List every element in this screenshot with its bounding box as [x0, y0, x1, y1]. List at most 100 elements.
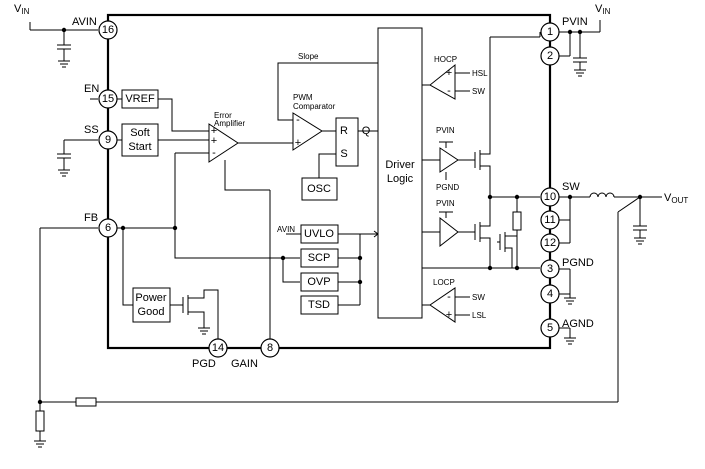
pin-14: 14 PGD: [192, 338, 228, 370]
svg-text:S: S: [340, 148, 347, 160]
osc-block: OSC: [301, 177, 338, 201]
pin-label-avin: AVIN: [72, 16, 97, 28]
internal-wiring: [117, 32, 541, 339]
svg-text:4: 4: [547, 288, 553, 300]
svg-text:Amplifier: Amplifier: [214, 119, 245, 128]
svg-text:1: 1: [547, 26, 553, 38]
svg-text:PVIN: PVIN: [436, 199, 455, 208]
pin-label-fb: FB: [84, 212, 98, 224]
pin-4: 4: [540, 284, 560, 304]
svg-text:PGND: PGND: [436, 183, 459, 192]
svg-text:Power: Power: [135, 292, 167, 304]
power-good-block: Power Good: [132, 287, 171, 323]
svg-text:15: 15: [102, 93, 114, 105]
pin-15: 15 EN: [84, 83, 118, 109]
svg-text:HOCP: HOCP: [434, 55, 457, 64]
svg-text:Driver: Driver: [385, 159, 415, 171]
pvin-net: VIN: [559, 3, 611, 77]
pgnd-net: [559, 268, 576, 305]
svg-text:9: 9: [105, 134, 111, 146]
pin-5: 5 AGND: [540, 318, 594, 338]
svg-text:UVLO: UVLO: [304, 228, 334, 240]
svg-text:SW: SW: [472, 293, 485, 302]
svg-text:2: 2: [547, 50, 553, 62]
high-side-driver: PVIN PGND: [436, 126, 459, 192]
svg-text:PWM: PWM: [293, 93, 313, 102]
error-amplifier: Error Amplifier + + -: [208, 111, 245, 163]
pin-16: 16 AVIN: [72, 16, 118, 40]
pin-2: 2: [540, 46, 560, 66]
sw-output-net: VOUT: [559, 192, 688, 245]
svg-text:3: 3: [547, 263, 553, 275]
svg-text:R: R: [340, 125, 348, 137]
svg-text:+: +: [446, 67, 452, 79]
pin-label-gain: GAIN: [231, 358, 258, 370]
svg-text:LSL: LSL: [472, 311, 487, 320]
svg-text:VIN: VIN: [595, 3, 611, 16]
vin-left-net: VIN: [14, 3, 98, 68]
pin-8: 8 GAIN: [231, 338, 280, 370]
svg-text:8: 8: [267, 342, 273, 354]
svg-text:14: 14: [212, 342, 224, 354]
svg-text:16: 16: [102, 24, 114, 36]
pin-1: 1 PVIN: [540, 16, 588, 42]
pin-6: 6 FB: [84, 212, 118, 238]
svg-text:+: +: [295, 137, 301, 149]
svg-text:TSD: TSD: [308, 299, 330, 311]
pin-label-pgnd: PGND: [562, 257, 594, 269]
pin-3: 3 PGND: [540, 257, 594, 279]
pin-10: 10 SW: [540, 181, 580, 207]
svg-text:-: -: [447, 85, 451, 97]
pin-label-en: EN: [84, 83, 99, 95]
svg-text:11: 11: [544, 214, 555, 226]
svg-text:6: 6: [105, 222, 111, 234]
svg-text:LOCP: LOCP: [433, 278, 455, 287]
svg-text:Error: Error: [214, 111, 232, 120]
svg-text:VIN: VIN: [14, 3, 30, 16]
ss-capacitor: [57, 139, 98, 177]
svg-text:-: -: [447, 291, 451, 303]
ic-boundary: [106, 13, 552, 350]
scp-block: SCP: [300, 248, 339, 268]
svg-text:Good: Good: [138, 306, 165, 318]
svg-text:Logic: Logic: [387, 173, 414, 185]
pin-label-pvin: PVIN: [562, 16, 588, 28]
driver-logic: Driver Logic: [377, 27, 423, 319]
pin-label-agnd: AGND: [562, 318, 594, 330]
slope-label: Slope: [298, 52, 319, 61]
hocp-comparator: HOCP + - HSL SW: [429, 55, 488, 100]
svg-text:SCP: SCP: [308, 252, 331, 264]
svg-text:Q: Q: [362, 125, 371, 137]
uvlo-block: UVLO: [300, 224, 339, 244]
svg-text:12: 12: [544, 237, 556, 249]
svg-text:PVIN: PVIN: [436, 126, 455, 135]
pin-9: 9 SS: [84, 124, 118, 150]
agnd-net: [559, 327, 576, 345]
svg-text:OSC: OSC: [307, 183, 331, 195]
low-side-driver: PVIN: [436, 199, 459, 248]
vref-block: VREF: [121, 89, 159, 109]
locp-comparator: LOCP - + SW LSL: [429, 278, 487, 323]
svg-text:VREF: VREF: [125, 93, 155, 105]
svg-text:SW: SW: [472, 87, 485, 96]
svg-text:Soft: Soft: [130, 127, 150, 139]
fb-network: [34, 196, 641, 448]
avin-label: AVIN: [277, 225, 295, 234]
ovp-block: OVP: [300, 272, 339, 292]
svg-text:5: 5: [547, 322, 553, 334]
pin-label-sw: SW: [562, 181, 580, 193]
rs-latch: R S Q: [335, 117, 371, 167]
pin-11: 11: [540, 210, 560, 230]
svg-text:Comparator: Comparator: [293, 102, 336, 111]
pwm-comparator: PWM Comparator - +: [292, 93, 336, 151]
svg-text:+: +: [446, 309, 452, 321]
pin-label-pgd: PGD: [192, 358, 216, 370]
pin-12: 12: [540, 233, 560, 253]
svg-text:+: +: [211, 135, 217, 147]
svg-text:HSL: HSL: [472, 69, 488, 78]
svg-text:Start: Start: [128, 141, 151, 153]
soft-start-block: Soft Start: [121, 123, 159, 157]
svg-text:VOUT: VOUT: [664, 192, 688, 205]
